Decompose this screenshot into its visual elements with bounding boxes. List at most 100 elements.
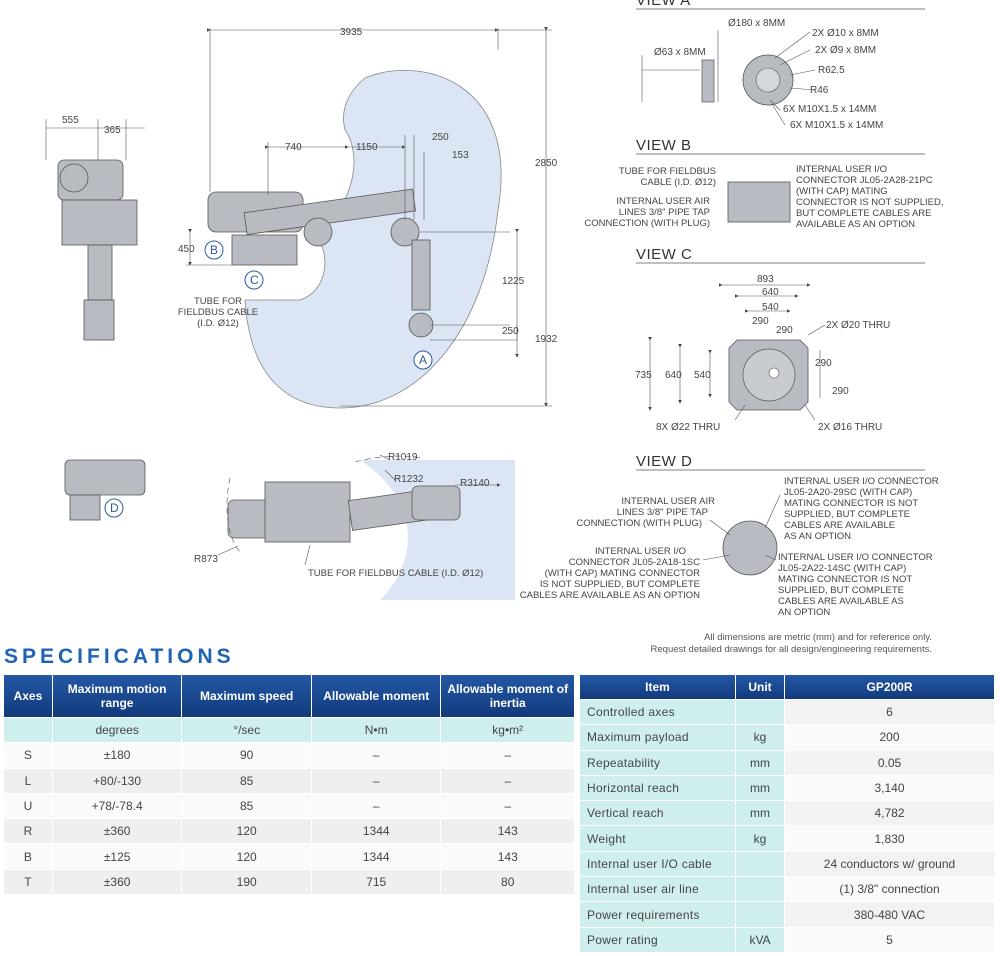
view-a-r625: R62.5: [818, 65, 845, 76]
view-d-io20-3: MATING CONNECTOR IS NOT: [784, 498, 918, 509]
table-cell: 190: [182, 869, 311, 895]
view-c-hole22: 8X Ø22 THRU: [656, 422, 720, 433]
table-cell: –: [441, 768, 574, 793]
dim-r3140: R3140: [460, 478, 490, 489]
table-cell: 715: [311, 869, 441, 895]
max-speed-header: Maximum speed: [182, 675, 311, 717]
view-d-io22-2: JL05-2A22-14SC (WITH CAP): [778, 563, 906, 574]
table-row: B ±125 120 1344 143: [4, 844, 574, 869]
view-c-hole16: 2X Ø16 THRU: [818, 422, 882, 433]
view-d-io18-1: INTERNAL USER I/O: [595, 546, 686, 557]
spec-table-header: Item Unit GP200R: [580, 675, 994, 699]
dim-1932: 1932: [535, 334, 558, 345]
table-cell: 85: [182, 768, 311, 793]
item-header: Item: [580, 675, 735, 699]
view-c-735: 735: [635, 370, 652, 381]
view-a: VIEW A Ø180 x 8MM Ø63 x 8MM 2X Ø10 x 8MM…: [636, 0, 925, 131]
view-b-io-3: (WITH CAP) MATING: [796, 186, 888, 197]
table-cell: L: [4, 768, 52, 793]
spec-value: 3,140: [785, 775, 994, 801]
robot-view-d-body: [64, 459, 146, 521]
spec-unit: mm: [736, 801, 784, 826]
inertia-header: Allowable moment of inertia: [441, 675, 574, 717]
disclaimer: All dimensions are metric (mm) and for r…: [651, 632, 932, 656]
top-tube-label: TUBE FOR FIELDBUS CABLE (I.D. Ø12): [308, 568, 483, 579]
view-b-io-5: BUT COMPLETE CABLES ARE: [796, 208, 932, 219]
dim-1225: 1225: [502, 276, 525, 287]
view-a-title: VIEW A: [636, 0, 691, 9]
view-c-640-v: 640: [665, 370, 682, 381]
spec-item: Internal user air line: [580, 877, 735, 902]
spec-table: Item Unit GP200R Controlled axes 6 Maxim…: [579, 674, 995, 953]
table-cell: 1344: [311, 819, 441, 844]
view-c-290-d: 290: [832, 386, 849, 397]
unit-cell: kg•m²: [441, 718, 574, 743]
table-cell: +80/-130: [52, 768, 182, 793]
view-d: VIEW D INTERNAL USER AIR LINES 3/8" PIPE…: [520, 453, 939, 618]
view-c-title: VIEW C: [636, 246, 692, 263]
view-a-d180: Ø180 x 8MM: [728, 18, 785, 29]
view-b-tube-2: CABLE (I.D. Ø12): [641, 177, 717, 188]
table-cell: B: [4, 844, 52, 869]
table-row: Repeatability mm 0.05: [580, 750, 994, 775]
unit-header: Unit: [736, 675, 784, 699]
view-c: VIEW C 893 640 540 290 290 735 640 540 2…: [635, 246, 925, 433]
spec-unit: kg: [736, 725, 784, 750]
table-cell: R: [4, 819, 52, 844]
view-a-r46: R46: [810, 85, 829, 96]
table-row: Internal user air line (1) 3/8" connecti…: [580, 877, 994, 902]
view-d-air-2: LINES 3/8" PIPE TAP: [617, 507, 708, 518]
axes-table-header: Axes Maximum motion range Maximum speed …: [4, 675, 574, 717]
dim-740: 740: [285, 142, 302, 153]
view-b-io-4: CONNECTOR IS NOT SUPPLIED,: [796, 197, 943, 208]
view-b-title: VIEW B: [636, 137, 692, 154]
view-b-air-1: INTERNAL USER AIR: [616, 196, 710, 207]
view-d-io22-5: CABLES ARE AVAILABLE AS: [778, 596, 904, 607]
view-c-290-c: 290: [815, 358, 832, 369]
spec-unit: mm: [736, 775, 784, 801]
disclaimer-line-1: All dimensions are metric (mm) and for r…: [704, 632, 932, 643]
tube-label-2: FIELDBUS CABLE: [178, 307, 258, 318]
view-c-640: 640: [762, 287, 779, 298]
spec-unit: kVA: [736, 927, 784, 952]
view-d-io20-6: AS AN OPTION: [784, 531, 851, 542]
axes-header: Axes: [4, 675, 52, 717]
table-cell: T: [4, 869, 52, 895]
dim-250-vertical: 250: [502, 326, 519, 337]
table-cell: +78/-78.4: [52, 793, 182, 819]
side-view: 3935 2850 1932 1225 250 740 1150 250 153…: [45, 27, 558, 521]
dim-450: 450: [178, 244, 195, 255]
dim-153: 153: [452, 150, 469, 161]
units-row: degrees °/sec N•m kg•m²: [4, 718, 574, 743]
table-cell: –: [311, 793, 441, 819]
unit-cell: degrees: [52, 718, 182, 743]
table-cell: ±125: [52, 844, 182, 869]
view-a-hole10: 2X Ø10 x 8MM: [812, 28, 879, 39]
table-cell: 1344: [311, 844, 441, 869]
table-row: L +80/-130 85 – –: [4, 768, 574, 793]
robot-front-body: [57, 159, 138, 341]
table-cell: U: [4, 793, 52, 819]
dim-r873: R873: [194, 554, 218, 565]
table-cell: –: [311, 743, 441, 768]
unit-cell: [4, 718, 52, 743]
spec-value: 4,782: [785, 801, 994, 826]
spec-unit: kg: [736, 826, 784, 851]
table-row: Power requirements 380-480 VAC: [580, 902, 994, 927]
table-cell: –: [441, 793, 574, 819]
table-cell: 85: [182, 793, 311, 819]
view-a-marker: A: [419, 353, 427, 367]
view-a-d63: Ø63 x 8MM: [654, 47, 706, 58]
view-b: VIEW B TUBE FOR FIELDBUS CABLE (I.D. Ø12…: [584, 137, 943, 230]
spec-item: Vertical reach: [580, 801, 735, 826]
model-header: GP200R: [785, 675, 994, 699]
view-d-io18-2: CONNECTOR JL05-2A18-1SC: [569, 557, 700, 568]
view-d-io18-5: CABLES ARE AVAILABLE AS AN OPTION: [520, 590, 700, 601]
view-c-hole20: 2X Ø20 THRU: [826, 320, 890, 331]
view-d-io22-6: AN OPTION: [778, 607, 830, 618]
view-d-title: VIEW D: [636, 453, 692, 470]
spec-unit: [736, 700, 784, 725]
table-cell: –: [311, 768, 441, 793]
disclaimer-line-2: Request detailed drawings for all design…: [650, 644, 932, 655]
table-cell: ±180: [52, 743, 182, 768]
